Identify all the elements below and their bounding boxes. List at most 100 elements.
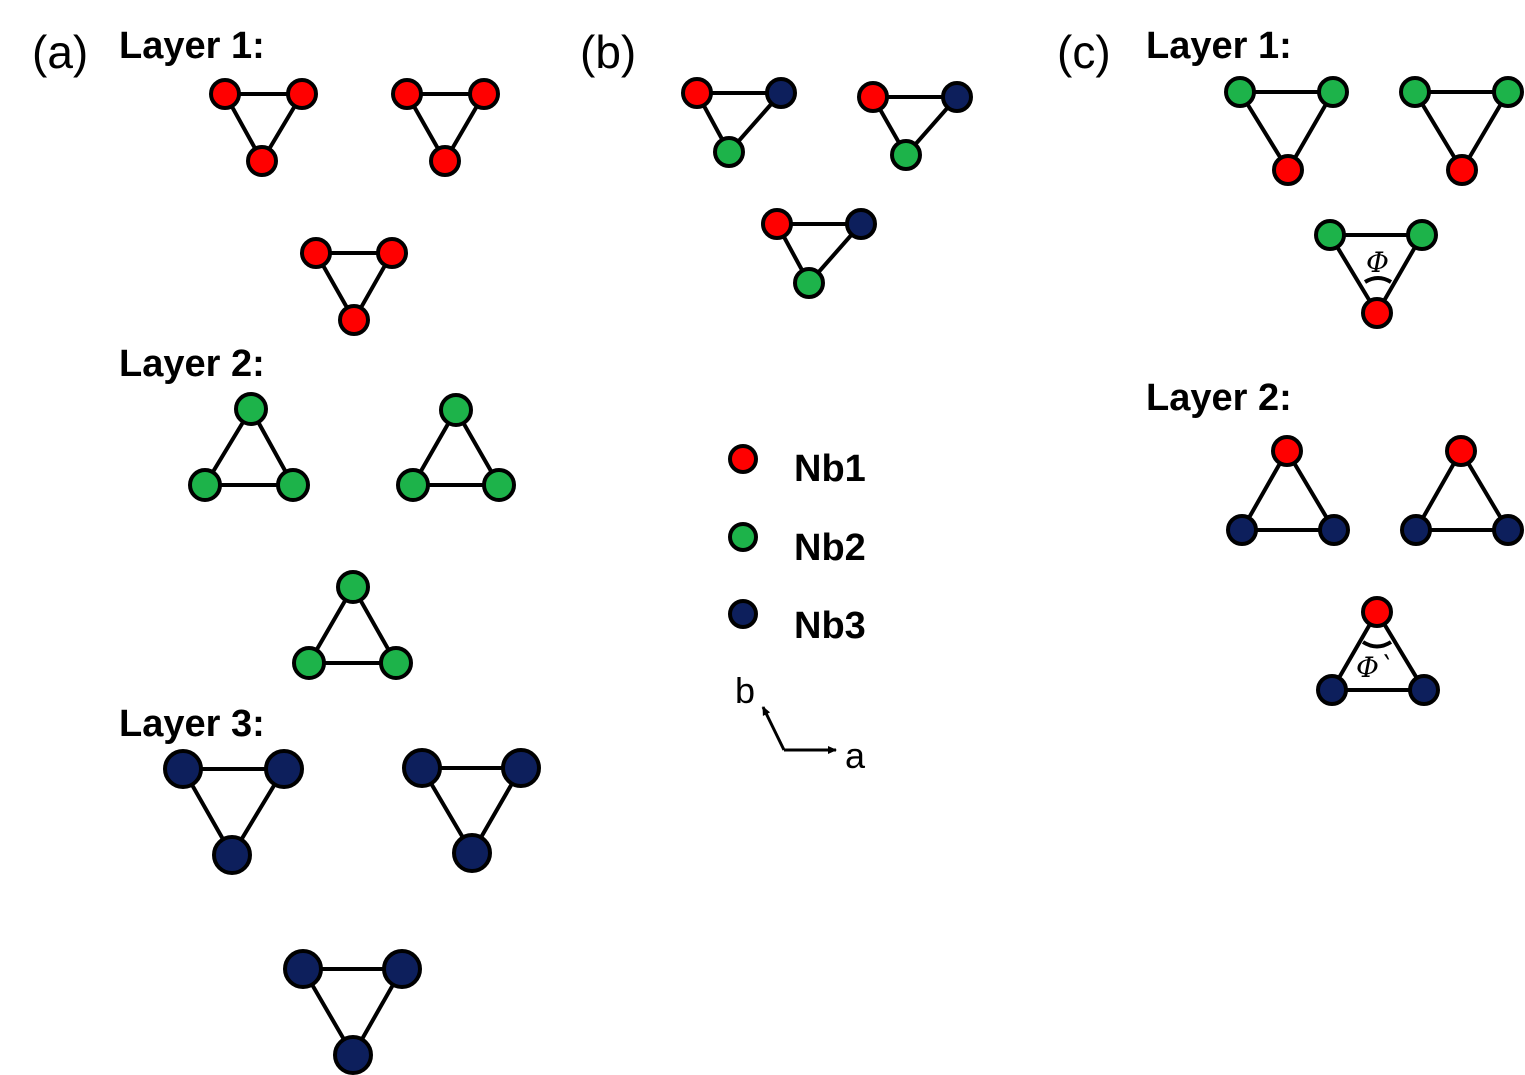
trimer-a-layer3-tri-1 xyxy=(163,749,304,875)
legend-swatch-nb3 xyxy=(728,599,758,629)
bond-c-layer1-tri-2 xyxy=(1411,90,1512,174)
atom-nb1-a-layer1-tri-1-1 xyxy=(286,78,318,110)
atom-nb3-b-tri-1-1 xyxy=(765,77,797,109)
axis-b-label: b xyxy=(735,670,755,711)
bond-c-layer1-tri-1 xyxy=(1236,90,1337,174)
atom-nb2-b-tri-3-2 xyxy=(793,267,825,299)
panel-label-a: (a) xyxy=(32,26,88,78)
layer-label-c-2: Layer 2: xyxy=(1146,377,1292,419)
layer-label-a-3: Layer 3: xyxy=(119,703,265,745)
trimer-a-layer2-tri-1 xyxy=(188,392,310,502)
atom-nb2-a-layer2-tri-2-2 xyxy=(482,468,516,502)
bond-a-layer3-tri-1 xyxy=(179,767,288,859)
bond-b-tri-1 xyxy=(693,91,786,156)
bond-c-layer2-tri-2 xyxy=(1412,447,1512,532)
trimer-a-layer1-tri-2 xyxy=(391,78,500,177)
atom-nb3-a-layer3-tri-2-0 xyxy=(402,748,442,788)
legend-label-nb3: Nb3 xyxy=(794,605,866,647)
atom-nb1-c-layer2-tri-3-0 xyxy=(1361,596,1393,628)
trimer-a-layer2-tri-3 xyxy=(292,570,413,680)
atom-nb2-c-layer1-tri-2-0 xyxy=(1399,76,1431,108)
trimer-a-layer3-tri-2 xyxy=(402,748,541,873)
trimer-b-tri-1 xyxy=(681,77,797,168)
atom-nb1-c-layer2-tri-1-0 xyxy=(1271,435,1303,467)
atom-nb3-c-layer2-tri-2-2 xyxy=(1492,514,1524,546)
atom-nb3-a-layer3-tri-1-1 xyxy=(264,749,304,789)
atom-nb1-c-layer1-tri-1-2 xyxy=(1272,154,1304,186)
atom-nb1-c-layer1-tri-2-2 xyxy=(1446,154,1478,186)
legend-label-nb2: Nb2 xyxy=(794,527,866,569)
trimer-c-layer2-tri-2 xyxy=(1400,435,1524,546)
angle-arc-phi-prime xyxy=(1361,640,1393,649)
atom-nb1-a-layer1-tri-1-0 xyxy=(209,78,241,110)
atom-nb1-a-layer1-tri-2-1 xyxy=(468,78,500,110)
atom-nb2-c-layer1-tri-1-0 xyxy=(1224,76,1256,108)
bond-a-layer2-tri-3 xyxy=(305,582,400,665)
atom-nb1-a-layer1-tri-2-2 xyxy=(429,145,461,177)
layer-label-a-1: Layer 1: xyxy=(119,25,265,67)
axis-b-arrow xyxy=(761,706,786,751)
panel-label-b: (b) xyxy=(580,26,636,78)
atom-nb2-a-layer2-tri-1-1 xyxy=(188,468,222,502)
atom-nb2-a-layer2-tri-3-2 xyxy=(379,646,413,680)
atom-nb3-c-layer2-tri-2-1 xyxy=(1400,514,1432,546)
atom-nb1-c-layer1-tri-3-2 xyxy=(1361,297,1393,329)
atom-nb3-a-layer3-tri-2-1 xyxy=(501,748,541,788)
bond-b-tri-3 xyxy=(773,222,866,287)
atom-nb2-b-tri-1-2 xyxy=(713,136,745,168)
bond-c-layer2-tri-1 xyxy=(1238,447,1338,532)
trimer-clusters xyxy=(163,76,1524,1075)
atom-nb1-a-layer1-tri-1-2 xyxy=(246,145,278,177)
atom-nb3-a-layer3-tri-2-2 xyxy=(452,833,492,873)
atom-nb1-a-layer1-tri-3-2 xyxy=(338,304,370,336)
atom-nb2-a-layer2-tri-1-0 xyxy=(234,392,268,426)
bond-b-tri-2 xyxy=(869,95,962,159)
axis-indicator: b a xyxy=(735,670,866,776)
atom-nb1-a-layer1-tri-3-0 xyxy=(300,237,332,269)
bond-a-layer3-tri-3 xyxy=(299,967,406,1060)
atom-nb1-c-layer2-tri-2-0 xyxy=(1445,435,1477,467)
angle-label-phi: Φ xyxy=(1366,246,1389,279)
atom-nb2-c-layer1-tri-3-1 xyxy=(1406,219,1438,251)
atom-nb1-a-layer1-tri-3-1 xyxy=(376,237,408,269)
atom-nb3-c-layer2-tri-3-2 xyxy=(1408,674,1440,706)
trimer-a-layer2-tri-2 xyxy=(396,393,516,502)
trimer-a-layer1-tri-1 xyxy=(209,78,318,177)
atom-nb2-a-layer2-tri-3-1 xyxy=(292,646,326,680)
legend-swatch-nb2 xyxy=(728,522,758,552)
trimer-b-tri-3 xyxy=(761,208,877,299)
atom-nb2-c-layer1-tri-1-1 xyxy=(1317,76,1349,108)
atom-nb1-a-layer1-tri-2-0 xyxy=(391,78,423,110)
atom-nb1-b-tri-3-0 xyxy=(761,208,793,240)
bond-a-layer3-tri-2 xyxy=(418,766,525,857)
panel-label-c: (c) xyxy=(1057,26,1111,78)
layer-label-a-2: Layer 2: xyxy=(119,343,265,385)
atom-nb3-c-layer2-tri-1-1 xyxy=(1226,514,1258,546)
bond-a-layer1-tri-1 xyxy=(221,92,306,166)
atom-nb3-b-tri-2-1 xyxy=(941,81,973,113)
atom-nb3-a-layer3-tri-3-0 xyxy=(283,949,323,989)
trimer-a-layer1-tri-3 xyxy=(300,237,408,336)
trimer-c-layer1-tri-1 xyxy=(1224,76,1349,186)
trimer-c-layer2-tri-3 xyxy=(1316,596,1440,706)
atom-nb3-a-layer3-tri-3-2 xyxy=(333,1035,373,1075)
atom-nb2-a-layer2-tri-2-0 xyxy=(439,393,473,427)
bond-a-layer2-tri-1 xyxy=(201,405,297,487)
angle-arc-phi xyxy=(1363,276,1393,284)
atom-nb2-a-layer2-tri-3-0 xyxy=(336,570,370,604)
trimer-c-layer1-tri-2 xyxy=(1399,76,1524,186)
bond-c-layer2-tri-3 xyxy=(1328,608,1428,692)
atom-nb2-c-layer1-tri-3-0 xyxy=(1314,219,1346,251)
layer-label-c-1: Layer 1: xyxy=(1146,25,1292,67)
atom-nb2-c-layer1-tri-2-1 xyxy=(1492,76,1524,108)
axis-a-label: a xyxy=(845,735,866,776)
bond-a-layer2-tri-2 xyxy=(409,405,503,487)
atom-nb3-c-layer2-tri-3-1 xyxy=(1316,674,1348,706)
trimer-c-layer2-tri-1 xyxy=(1226,435,1350,546)
legend: Nb1 Nb2 Nb3 xyxy=(728,444,866,647)
atom-nb1-b-tri-2-0 xyxy=(857,81,889,113)
atom-nb3-a-layer3-tri-3-1 xyxy=(382,949,422,989)
atom-nb3-a-layer3-tri-1-0 xyxy=(163,749,203,789)
